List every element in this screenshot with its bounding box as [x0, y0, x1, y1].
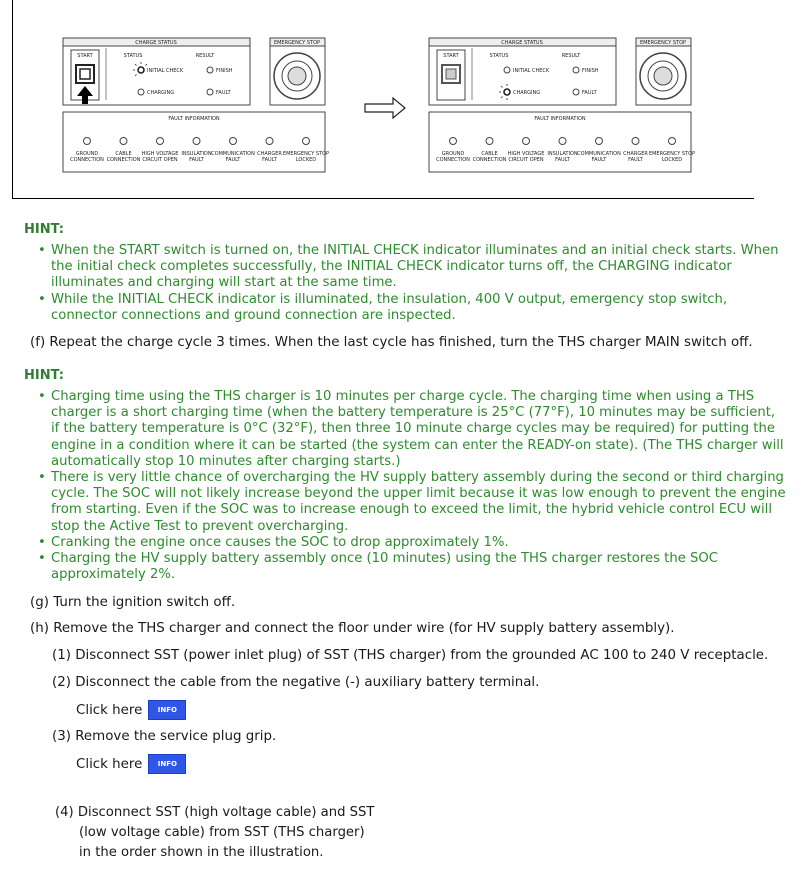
fault-indicator-label: GROUND [442, 151, 465, 157]
fault-indicator-lamp [595, 137, 603, 145]
fault-indicator-lamp [156, 137, 164, 145]
illustration-svg: CHARGE STATUS START STATUS RESULT INITIA… [62, 37, 695, 173]
faultinfo-text: FAULT INFORMATION [534, 116, 586, 122]
fault-indicator-lamp [485, 137, 494, 145]
click-here-row: Click here INFO [76, 700, 187, 720]
start-label-text: START [443, 53, 459, 59]
info-button[interactable]: INFO [148, 700, 187, 720]
hint-item: There is very little chance of overcharg… [38, 470, 786, 535]
substep-3: (3) Remove the service plug grip. [52, 729, 277, 744]
fault-indicator-label: HIGH VOLTAGE [142, 151, 179, 157]
fault-indicator-label: CHARGER [257, 151, 282, 157]
fault-indicator-label: CIRCUIT OPEN [142, 157, 178, 163]
charging-text: CHARGING [513, 90, 540, 96]
fault-indicator-label: FAULT [628, 157, 644, 163]
fault-indicator-label: CONNECTION [70, 157, 104, 163]
click-here-row: Click here INFO [76, 754, 187, 774]
step-f: (f) Repeat the charge cycle 3 times. Whe… [30, 335, 753, 350]
transition-arrow [364, 96, 406, 120]
substep-1: (1) Disconnect SST (power inlet plug) of… [52, 648, 769, 663]
fault-indicator-lamp [668, 137, 676, 145]
faultinfo-text: FAULT INFORMATION [168, 116, 220, 122]
substep-2: (2) Disconnect the cable from the negati… [52, 675, 540, 690]
result-h-text: RESULT [562, 53, 582, 59]
fault-indicator-lamp [83, 137, 91, 145]
fault-indicator-label: CHARGER [623, 151, 648, 157]
substep-4: (4) Disconnect SST (high voltage cable) … [55, 803, 374, 863]
fault-indicator-label: EMERGENCY STOP [649, 151, 695, 157]
start-label-text: START [77, 53, 93, 59]
fault-indicator-label: CONNECTION [436, 157, 470, 163]
panel-after: CHARGE STATUS START STATUS RESULT INITIA… [428, 37, 695, 173]
finish-text: FINISH [582, 68, 599, 74]
fault-indicator-label: FAULT [226, 157, 242, 163]
substep-4-line: in the order shown in the illustration. [79, 845, 324, 860]
fault-indicator-lamp [229, 137, 237, 145]
fault-indicator-label: CABLE [481, 151, 497, 157]
initial-text: INITIAL CHECK [147, 68, 184, 74]
fault-indicator-lamp [558, 137, 567, 145]
fault-text: FAULT [216, 90, 232, 96]
estop-text: EMERGENCY STOP [274, 40, 320, 46]
fault-indicator-label: HIGH VOLTAGE [508, 151, 545, 157]
fault-indicator-lamp [631, 137, 640, 145]
fault-indicator-label: FAULT [555, 157, 571, 163]
fault-indicator-label: LOCKED [662, 157, 682, 163]
charger-panel-illustration: CHARGE STATUS START STATUS RESULT INITIA… [12, 0, 754, 199]
info-button[interactable]: INFO [148, 754, 187, 774]
fault-indicator-label: COMMUNICATION [577, 151, 621, 157]
status-h-text: STATUS [490, 53, 509, 59]
fault-indicator-label: CONNECTION [473, 157, 507, 163]
fault-indicator-lamp [192, 137, 201, 145]
fault-indicator-label: FAULT [592, 157, 608, 163]
panel-title-text: CHARGE STATUS [501, 40, 543, 46]
substep-4-line: (4) Disconnect SST (high voltage cable) … [55, 805, 375, 820]
fault-indicator-lamp [119, 137, 128, 145]
fault-indicator-label: CIRCUIT OPEN [508, 157, 544, 163]
hint-item: Cranking the engine once causes the SOC … [38, 535, 786, 551]
panel-before: CHARGE STATUS START STATUS RESULT INITIA… [62, 37, 329, 173]
finish-text: FINISH [216, 68, 233, 74]
step-h: (h) Remove the THS charger and connect t… [30, 621, 675, 636]
estop-text: EMERGENCY STOP [640, 40, 686, 46]
fault-indicator-lamp [265, 137, 274, 145]
click-here-link[interactable]: Click here [76, 703, 143, 718]
hint-item: Charging time using the THS charger is 1… [38, 389, 786, 470]
hint-item: While the INITIAL CHECK indicator is ill… [38, 292, 786, 324]
status-h-text: STATUS [124, 53, 143, 59]
charging-text: CHARGING [147, 90, 174, 96]
hint-label: HINT: [24, 222, 64, 237]
fault-indicator-label: GROUND [76, 151, 99, 157]
click-here-link[interactable]: Click here [76, 757, 143, 772]
hint-label: HINT: [24, 368, 64, 383]
substep-4-line: (low voltage cable) from SST (THS charge… [79, 825, 365, 840]
result-h-text: RESULT [196, 53, 216, 59]
hint-list: When the START switch is turned on, the … [24, 243, 786, 324]
fault-indicator-lamp [302, 137, 310, 145]
fault-indicator-label: CONNECTION [107, 157, 141, 163]
fault-indicator-label: EMERGENCY STOP [283, 151, 329, 157]
hint-list: Charging time using the THS charger is 1… [24, 389, 786, 583]
fault-indicator-label: INSULATION [181, 151, 211, 157]
hint-item: Charging the HV supply battery assembly … [38, 551, 786, 583]
hint-item: When the START switch is turned on, the … [38, 243, 786, 292]
fault-indicator-label: FAULT [189, 157, 205, 163]
fault-indicator-label: CABLE [115, 151, 131, 157]
fault-indicator-lamp [522, 137, 530, 145]
fault-indicator-label: LOCKED [296, 157, 316, 163]
fault-indicator-lamp [449, 137, 457, 145]
step-g: (g) Turn the ignition switch off. [30, 595, 236, 610]
panel-title-text: CHARGE STATUS [135, 40, 177, 46]
initial-text: INITIAL CHECK [513, 68, 550, 74]
fault-indicator-label: INSULATION [547, 151, 577, 157]
fault-indicator-label: FAULT [262, 157, 278, 163]
fault-indicator-label: COMMUNICATION [211, 151, 255, 157]
fault-text: FAULT [582, 90, 598, 96]
